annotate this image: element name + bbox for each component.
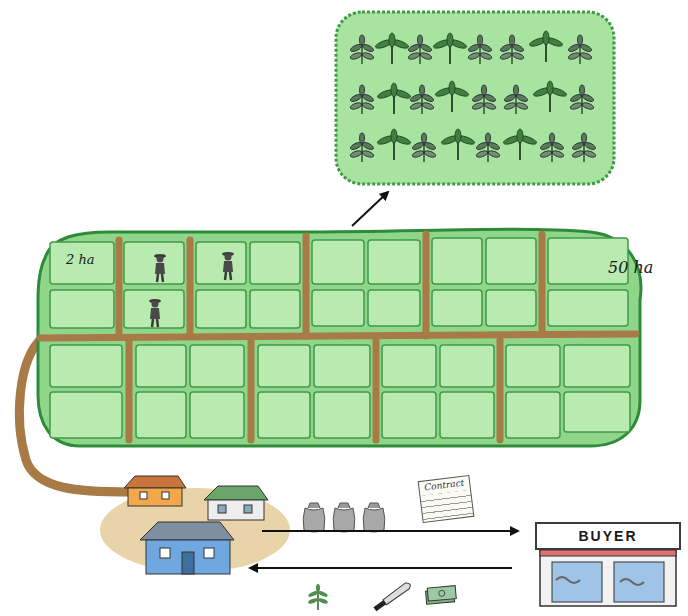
- banknotes: [425, 586, 456, 605]
- input-arrow: [250, 567, 512, 569]
- produce-sack: [333, 503, 355, 532]
- delivery-arrow: [262, 530, 518, 532]
- shop-name: BUYER: [578, 528, 637, 544]
- house: [124, 476, 186, 506]
- machete: [373, 581, 412, 611]
- house: [204, 486, 268, 520]
- house: [140, 522, 234, 574]
- farmer: [154, 254, 166, 282]
- road: [19, 338, 130, 492]
- produce-sack: [363, 503, 385, 532]
- seedling: [308, 584, 329, 610]
- farmer: [149, 299, 161, 327]
- zoom-arrow: [352, 192, 388, 226]
- area-label: 2 ha: [66, 252, 95, 267]
- farmer: [222, 252, 234, 280]
- contract-paper: Contract: [418, 475, 475, 523]
- buyer-sign: BUYER: [535, 522, 681, 550]
- area-label: 50 ha: [608, 258, 653, 277]
- produce-sack: [303, 503, 325, 532]
- plantation-field: [38, 229, 641, 446]
- field-paths: [40, 234, 636, 440]
- crop-plants: [349, 31, 596, 162]
- buyer-shop: [540, 550, 676, 606]
- contract-text: Contract: [423, 478, 466, 493]
- inset-plot: [336, 12, 614, 184]
